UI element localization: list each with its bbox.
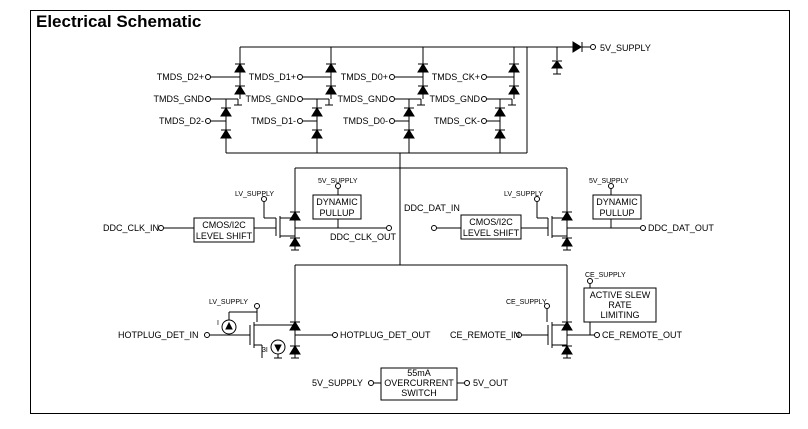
label-ddc-dat-lv: LV_SUPPLY: [504, 191, 543, 198]
label-tmds-d1n: TMDS_D1-: [251, 116, 296, 126]
label-tmds-d2g: TMDS_GND: [153, 94, 204, 104]
label-ddc-clk-pull-1: DYNAMIC: [316, 197, 358, 207]
hotplug-block: [204, 265, 338, 359]
label-tmds-d0n: TMDS_D0-: [343, 116, 388, 126]
label-ddc-clk-shift-1: CMOS/I2C: [202, 220, 246, 230]
label-tmds-d1p: TMDS_D1+: [249, 72, 296, 82]
label-hotplug-lv: LV_SUPPLY: [209, 299, 248, 306]
label-hotplug-cs2: 3I: [262, 347, 268, 354]
figure-title: Electrical Schematic: [36, 12, 202, 31]
label-ddc-clk-out: DDC_CLK_OUT: [330, 232, 397, 242]
label-tmds-ckp: TMDS_CK+: [432, 72, 480, 82]
label-ce-slew-1: ACTIVE SLEW: [590, 290, 651, 300]
label-ddc-clk-in: DDC_CLK_IN: [103, 223, 159, 233]
label-ddc-clk-shift-2: LEVEL SHIFT: [196, 231, 253, 241]
overcurrent-block: [368, 367, 470, 401]
label-oc-1: 55mA: [407, 368, 431, 378]
label-ddc-clk-pull-2: PULLUP: [319, 208, 354, 218]
label-oc-3: SWITCH: [401, 388, 437, 398]
label-hotplug-cs1: I: [217, 320, 219, 327]
label-ce-supply-top: CE_SUPPLY: [585, 272, 626, 279]
label-ddc-dat-shift-2: LEVEL SHIFT: [463, 228, 520, 238]
label-tmds-d2n: TMDS_D2-: [159, 116, 204, 126]
label-tmds-d1g: TMDS_GND: [245, 94, 296, 104]
label-tmds-ckn: TMDS_CK-: [434, 116, 480, 126]
label-ddc-clk-lv: LV_SUPPLY: [235, 191, 274, 198]
label-oc-in: 5V_SUPPLY: [312, 378, 363, 388]
label-ddc-dat-pull-1: DYNAMIC: [596, 197, 638, 207]
label-hotplug-in: HOTPLUG_DET_IN: [118, 330, 199, 340]
label-ddc-dat-out: DDC_DAT_OUT: [648, 223, 714, 233]
label-ce-slew-3: LIMITING: [600, 310, 639, 320]
label-ce-supply-left: CE_SUPPLY: [506, 299, 547, 306]
ddc-clk-block: [158, 168, 392, 251]
label-hotplug-out: HOTPLUG_DET_OUT: [340, 330, 431, 340]
label-tmds-ckg: TMDS_GND: [429, 94, 480, 104]
label-ddc-dat-5v: 5V_SUPPLY: [589, 178, 629, 185]
label-ce-in: CE_REMOTE_IN: [450, 330, 520, 340]
label-ce-out: CE_REMOTE_OUT: [602, 330, 683, 340]
label-oc-2: OVERCURRENT: [384, 378, 454, 388]
label-tmds-d2p: TMDS_D2+: [157, 72, 204, 82]
label-ddc-clk-5v: 5V_SUPPLY: [318, 178, 358, 185]
label-oc-out: 5V_OUT: [473, 378, 509, 388]
label-supply: 5V_SUPPLY: [600, 43, 651, 53]
figure-border: [30, 10, 790, 414]
label-tmds-d0p: TMDS_D0+: [341, 72, 388, 82]
label-ddc-dat-pull-2: PULLUP: [599, 208, 634, 218]
label-tmds-d0g: TMDS_GND: [337, 94, 388, 104]
ddc-dat-block: [431, 168, 646, 251]
tmds-esd-array: [226, 41, 596, 154]
ce-block: [516, 265, 657, 359]
label-ddc-dat-shift-1: CMOS/I2C: [469, 217, 513, 227]
label-ce-slew-2: RATE: [608, 300, 631, 310]
label-ddc-dat-in: DDC_DAT_IN: [404, 203, 460, 213]
